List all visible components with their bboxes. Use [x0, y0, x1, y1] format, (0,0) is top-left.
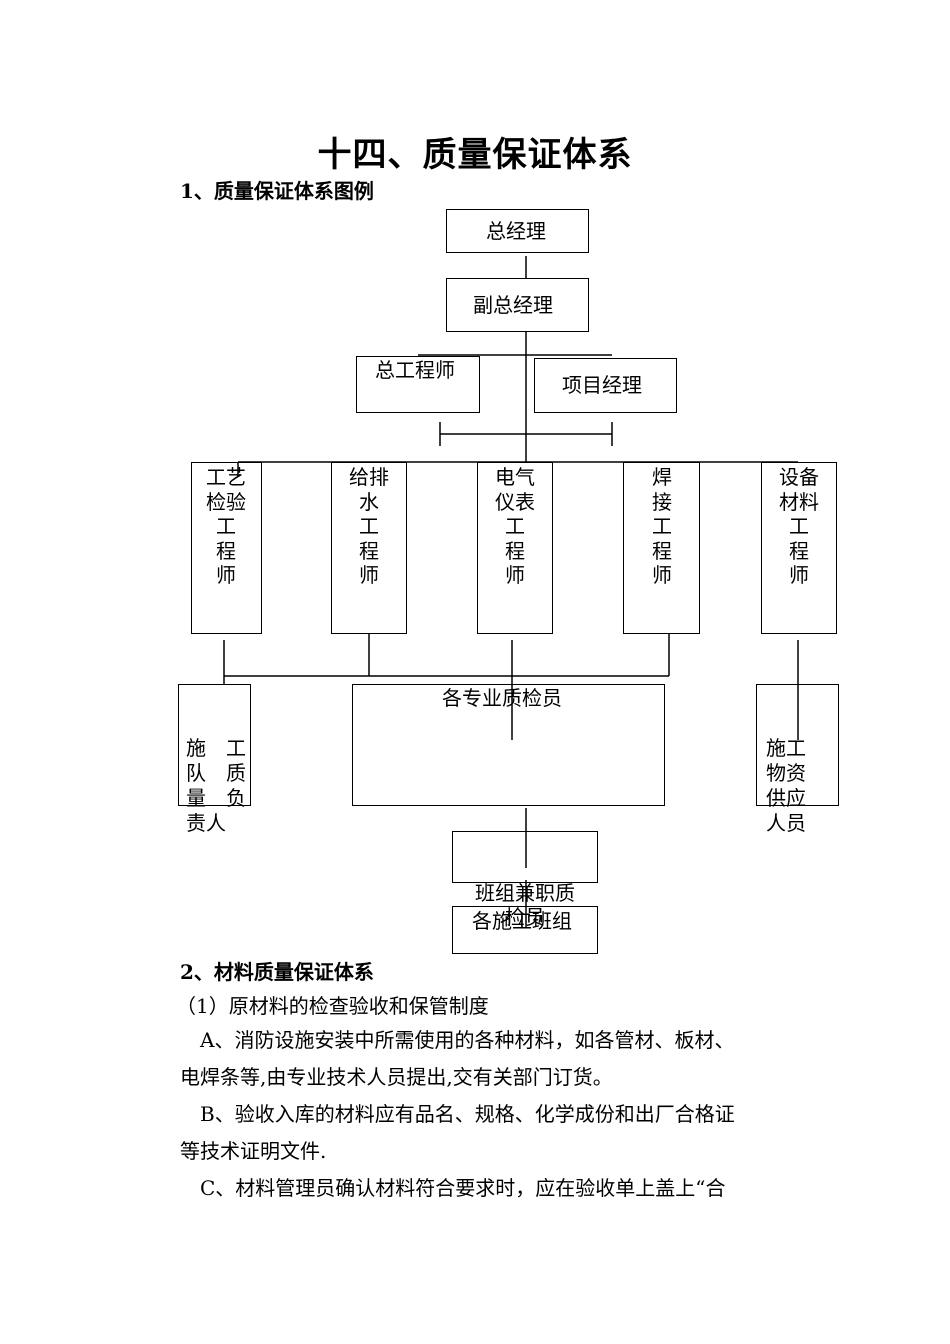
- subsection-1-heading: （1）原材料的检查验收和保管制度: [176, 994, 489, 1018]
- team-leader-label: 施 工队 质量 负责人: [186, 736, 246, 835]
- engineer-box-equipment: [761, 462, 837, 634]
- page-title: 十四、质量保证体系: [317, 135, 633, 175]
- team-leader-box: [178, 684, 251, 806]
- project-manager-box: [534, 358, 677, 413]
- paragraph-b: B、验收入库的材料应有品名、规格、化学成份和出厂合格证等技术证明文件.: [180, 1102, 735, 1163]
- teams-box: [452, 906, 598, 954]
- section-heading-1: 1、质量保证体系图例: [180, 179, 374, 203]
- general-manager-box: [446, 209, 589, 253]
- deputy-gm-box: [446, 278, 589, 332]
- engineer-label-electrical: 电气仪表工程师: [495, 465, 535, 587]
- inspectors-label: 各专业质检员: [442, 686, 562, 710]
- engineer-box-electrical: [477, 462, 553, 634]
- section-heading-2: 2、材料质量保证体系: [180, 960, 374, 984]
- engineer-box-welding: [623, 462, 700, 634]
- engineer-box-plumbing: [331, 462, 407, 634]
- supply-label: 施工物资供应人员: [766, 736, 806, 835]
- paragraph-a: A、消防设施安装中所需使用的各种材料，如各管材、板材、电焊条等,由专业技术人员提…: [180, 1028, 735, 1089]
- chief-engineer-box: [356, 356, 480, 413]
- paragraph-c: C、材料管理员确认材料符合要求时，应在验收单上盖上“合: [180, 1176, 726, 1200]
- general-manager-label: 总经理: [486, 219, 546, 243]
- chief-engineer-label: 总工程师: [375, 358, 455, 382]
- engineer-label-plumbing: 给排水工程师: [349, 465, 389, 587]
- team-inspector-box: [452, 831, 598, 883]
- team-inspector-label: 班组兼职质检员: [475, 881, 575, 929]
- engineer-label-welding: 焊接工程师: [652, 465, 672, 587]
- engineer-box-process: [191, 462, 262, 634]
- deputy-gm-label: 副总经理: [473, 293, 553, 317]
- project-manager-label: 项目经理: [562, 373, 642, 397]
- engineer-label-equipment: 设备材料工程师: [779, 465, 819, 587]
- teams-label: 各施工班组: [472, 909, 572, 933]
- supply-box: [756, 684, 839, 806]
- inspectors-box: [352, 684, 665, 806]
- engineer-label-process: 工艺检验工程师: [206, 465, 246, 587]
